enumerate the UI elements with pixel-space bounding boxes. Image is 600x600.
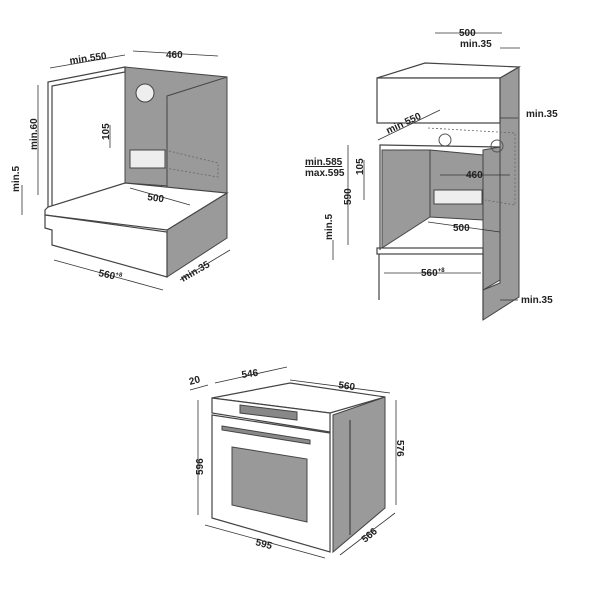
label-vent-height: 105: [101, 123, 112, 140]
oven: [189, 366, 397, 559]
label-height-max: max.595: [305, 168, 345, 179]
label-min-gap: min.5: [11, 165, 22, 192]
left-panel: [47, 66, 126, 207]
label-depth: min.550: [69, 51, 108, 67]
plinth-front: [44, 214, 168, 278]
label-width: 560+8: [97, 268, 123, 284]
column-cabinet: [332, 32, 522, 321]
column-vent-hole-side: [490, 139, 504, 153]
label-side-gap-top: min.35: [526, 109, 558, 120]
oven-window: [231, 446, 308, 523]
label-back-width: 460: [466, 170, 483, 181]
oven-handle: [221, 425, 311, 445]
vent-slot: [129, 149, 166, 169]
label-front-width: 595: [254, 537, 273, 552]
lower-shelf: [376, 247, 484, 255]
niche-right-inner: [482, 146, 501, 291]
label-top-width: 560: [338, 380, 356, 393]
label-top-gap: min.35: [460, 39, 492, 50]
label-height-min: min.585: [305, 157, 343, 168]
label-front-height: 596: [195, 458, 206, 475]
niche-back: [429, 149, 484, 221]
label-width: 560+8: [421, 268, 445, 279]
label-total-depth: 566: [360, 526, 380, 545]
oven-labels: 20 546 560 596 576 595 566: [188, 368, 405, 553]
upper-box-front: [376, 77, 501, 124]
label-side-gap-bottom: min.35: [521, 295, 553, 306]
label-top-width: 500: [459, 28, 476, 39]
label-min-gap: min.5: [324, 213, 335, 240]
label-floor-depth: 500: [147, 192, 165, 205]
label-back-width: 460: [166, 50, 183, 61]
oven-display: [239, 404, 298, 421]
label-floor-depth: 500: [453, 223, 470, 234]
label-vent-height: 105: [355, 158, 366, 175]
label-front-thickness: 20: [188, 374, 202, 388]
label-body-depth: 546: [241, 368, 259, 381]
niche-left: [381, 149, 431, 249]
column-vent-hole: [438, 133, 452, 147]
column-vent-slot: [433, 189, 483, 205]
under-counter-cabinet: [21, 50, 231, 291]
label-height: min.60: [29, 118, 40, 150]
vent-hole: [135, 83, 155, 103]
oven-side: [332, 396, 386, 554]
upper-box-top: [376, 62, 522, 79]
label-body-height: 576: [394, 440, 405, 457]
label-inner-height: 590: [343, 188, 354, 205]
